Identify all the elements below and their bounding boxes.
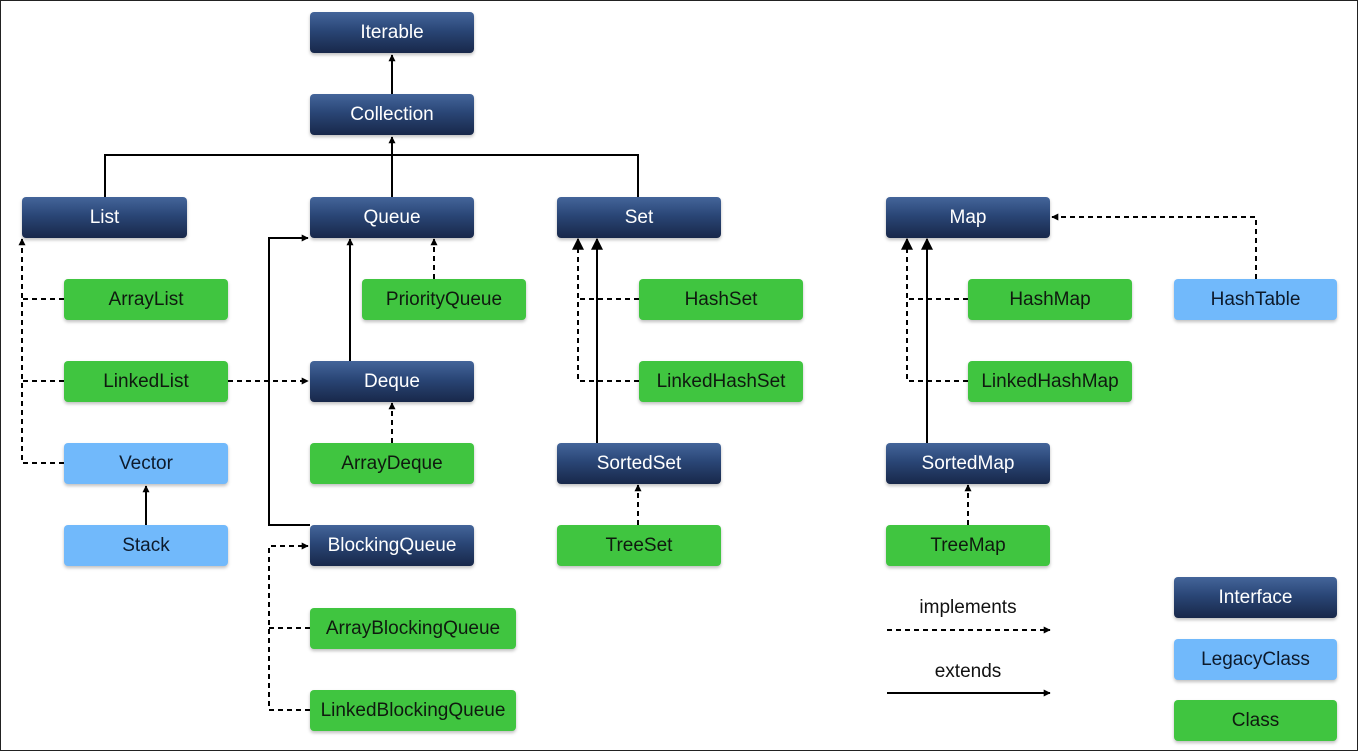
- node-linkedlist: LinkedList: [64, 361, 228, 402]
- node-deque: Deque: [310, 361, 474, 402]
- edge-hashtable-map: [1051, 213, 1257, 279]
- node-hashset: HashSet: [639, 279, 803, 320]
- node-set: Set: [557, 197, 721, 238]
- node-collection: Collection: [310, 94, 474, 135]
- node-stack: Stack: [64, 525, 228, 566]
- node-sortedset: SortedSet: [557, 443, 721, 484]
- node-linkedhashmap: LinkedHashMap: [968, 361, 1132, 402]
- node-blockingqueue: BlockingQueue: [310, 525, 474, 566]
- node-iterable: Iterable: [310, 12, 474, 53]
- legend-extends-label: extends: [934, 661, 1002, 682]
- legend-class: Class: [1174, 700, 1337, 741]
- legend-legacy-class: LegacyClass: [1174, 639, 1337, 680]
- tree-collection-bar: [104, 154, 639, 197]
- node-treemap: TreeMap: [886, 525, 1050, 566]
- node-linkedblockingqueue: LinkedBlockingQueue: [310, 690, 516, 731]
- edge-linkedhashset-set: [572, 237, 639, 382]
- edge-lbq-blockingqueue: [268, 542, 310, 711]
- node-hashtable: HashTable: [1174, 279, 1337, 320]
- node-treeset: TreeSet: [557, 525, 721, 566]
- node-arraydeque: ArrayDeque: [310, 443, 474, 484]
- node-linkedhashset: LinkedHashSet: [639, 361, 803, 402]
- legend-implements-label: implements: [919, 597, 1017, 618]
- node-list: List: [22, 197, 187, 238]
- node-sortedmap: SortedMap: [886, 443, 1050, 484]
- node-map: Map: [886, 197, 1050, 238]
- node-priorityqueue: PriorityQueue: [362, 279, 526, 320]
- edge-vector-list: [18, 238, 64, 464]
- node-vector: Vector: [64, 443, 228, 484]
- node-hashmap: HashMap: [968, 279, 1132, 320]
- node-arrayblockingqueue: ArrayBlockingQueue: [310, 608, 516, 649]
- legend-interface: Interface: [1174, 577, 1337, 618]
- node-arraylist: ArrayList: [64, 279, 228, 320]
- node-queue: Queue: [310, 197, 474, 238]
- edge-linkedhashmap-map: [901, 237, 968, 382]
